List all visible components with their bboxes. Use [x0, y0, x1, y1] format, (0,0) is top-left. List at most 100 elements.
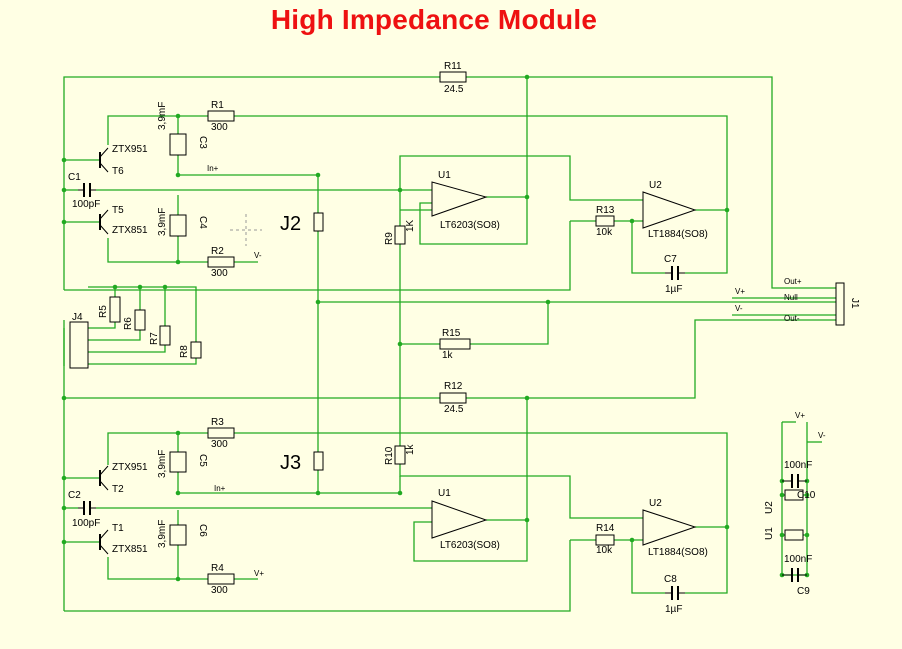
- junction-dot: [315, 490, 321, 496]
- capacitor-c8[interactable]: [665, 586, 685, 600]
- t1-ref: T1: [112, 523, 124, 534]
- capacitor-c6[interactable]: [169, 524, 187, 546]
- resistor-r11[interactable]: [439, 71, 467, 83]
- r1-value: 300: [211, 122, 228, 133]
- capacitor-c7[interactable]: [665, 266, 685, 280]
- resistor-r5[interactable]: [109, 296, 121, 323]
- resistor-r4[interactable]: [207, 573, 235, 585]
- resistor-r6[interactable]: [134, 309, 146, 331]
- u2a-ref: U2: [649, 180, 662, 191]
- capacitor-c4[interactable]: [169, 214, 187, 237]
- capacitor-c1[interactable]: [78, 183, 96, 197]
- junction-dot: [112, 284, 118, 290]
- junction-dot: [629, 537, 635, 543]
- c9-value: 100nF: [784, 554, 812, 565]
- junction-dot: [724, 207, 730, 213]
- j4-ref: J4: [72, 312, 83, 323]
- r4-value: 300: [211, 585, 228, 596]
- t6-ref: T6: [112, 166, 124, 177]
- capacitor-c5[interactable]: [169, 451, 187, 473]
- capacitor-c10[interactable]: [782, 474, 807, 488]
- junction-dot: [61, 219, 67, 225]
- capacitor-c3[interactable]: [169, 133, 187, 156]
- opamp-u2a[interactable]: [642, 191, 697, 229]
- net-u1: U1: [764, 527, 775, 540]
- resistor-r2[interactable]: [207, 256, 235, 268]
- r14-ref: R14: [596, 523, 615, 534]
- u2b-ref: U2: [649, 498, 662, 509]
- resistor-r12[interactable]: [439, 392, 467, 404]
- u2b-value: LT1884(SO8): [648, 547, 708, 558]
- resistor-r7[interactable]: [159, 325, 171, 346]
- wires: [63, 76, 838, 612]
- j1-ref: J1: [849, 298, 860, 309]
- c7-ref: C7: [664, 254, 677, 265]
- u2a-value: LT1884(SO8): [648, 229, 708, 240]
- net-out-plus: Out+: [784, 277, 802, 286]
- c8-value: 1µF: [665, 604, 682, 615]
- junction-dot: [61, 505, 67, 511]
- junction-dot: [524, 194, 530, 200]
- c6-value: 3,9mF: [157, 520, 168, 548]
- junction-dot: [175, 172, 181, 178]
- resistor-r15[interactable]: [439, 338, 471, 350]
- resistor-r10[interactable]: [394, 445, 406, 465]
- r8-ref: R8: [179, 345, 190, 358]
- junction-dot: [61, 475, 67, 481]
- resistor-r3[interactable]: [207, 427, 235, 439]
- net-v-minus-1: V-: [254, 251, 262, 260]
- capacitor-c2[interactable]: [78, 501, 96, 515]
- junction-dot: [61, 187, 67, 193]
- t1-value: ZTX851: [112, 544, 148, 555]
- r14-value: 10k: [596, 545, 613, 556]
- r7-ref: R7: [149, 332, 160, 345]
- cursor-crosshair: [230, 214, 262, 246]
- c1-value: 100pF: [72, 199, 100, 210]
- r9-ref: R9: [384, 232, 395, 245]
- junction-dot: [61, 539, 67, 545]
- junction-dot: [175, 259, 181, 265]
- capacitor-c9[interactable]: [782, 568, 807, 582]
- r2-value: 300: [211, 268, 228, 279]
- net-out-minus: Out-: [784, 314, 800, 323]
- transistor-t5[interactable]: [99, 209, 109, 235]
- connector-j4[interactable]: [69, 321, 89, 369]
- c8-ref: C8: [664, 574, 677, 585]
- jumper-j2[interactable]: [313, 212, 324, 232]
- c4-value: 3,9mF: [157, 208, 168, 236]
- r5-ref: R5: [98, 305, 109, 318]
- net-v-minus-3: V-: [818, 431, 826, 440]
- junction-dot: [175, 430, 181, 436]
- junction-dot: [629, 218, 635, 224]
- components: [69, 71, 845, 600]
- junction-dot: [315, 299, 321, 305]
- supply-pins-u1: [784, 529, 804, 541]
- opamp-u1b[interactable]: [431, 500, 488, 539]
- resistor-r8[interactable]: [190, 341, 202, 359]
- resistor-r14[interactable]: [595, 534, 615, 546]
- junction-dot: [397, 187, 403, 193]
- junction-dot: [724, 524, 730, 530]
- transistor-t6[interactable]: [99, 147, 109, 173]
- transistor-t1[interactable]: [99, 529, 109, 555]
- resistor-r1[interactable]: [207, 110, 235, 122]
- resistor-r9[interactable]: [394, 225, 406, 245]
- net-v-plus-3: V+: [795, 411, 805, 420]
- opamp-u1a[interactable]: [431, 181, 488, 217]
- opamp-u2b[interactable]: [642, 509, 697, 546]
- c3-ref: C3: [197, 136, 208, 149]
- jumper-j3[interactable]: [313, 451, 324, 471]
- junction-dot: [804, 532, 810, 538]
- transistor-t2[interactable]: [99, 465, 109, 491]
- resistor-r13[interactable]: [595, 215, 615, 227]
- junction-dot: [779, 492, 785, 498]
- junction-dot: [397, 341, 403, 347]
- r10-ref: R10: [384, 446, 395, 465]
- junction-dot: [545, 299, 551, 305]
- c1-ref: C1: [68, 172, 81, 183]
- connector-j1[interactable]: [835, 282, 845, 326]
- r12-ref: R12: [444, 381, 463, 392]
- junction-dot: [137, 284, 143, 290]
- junction-dot: [61, 157, 67, 163]
